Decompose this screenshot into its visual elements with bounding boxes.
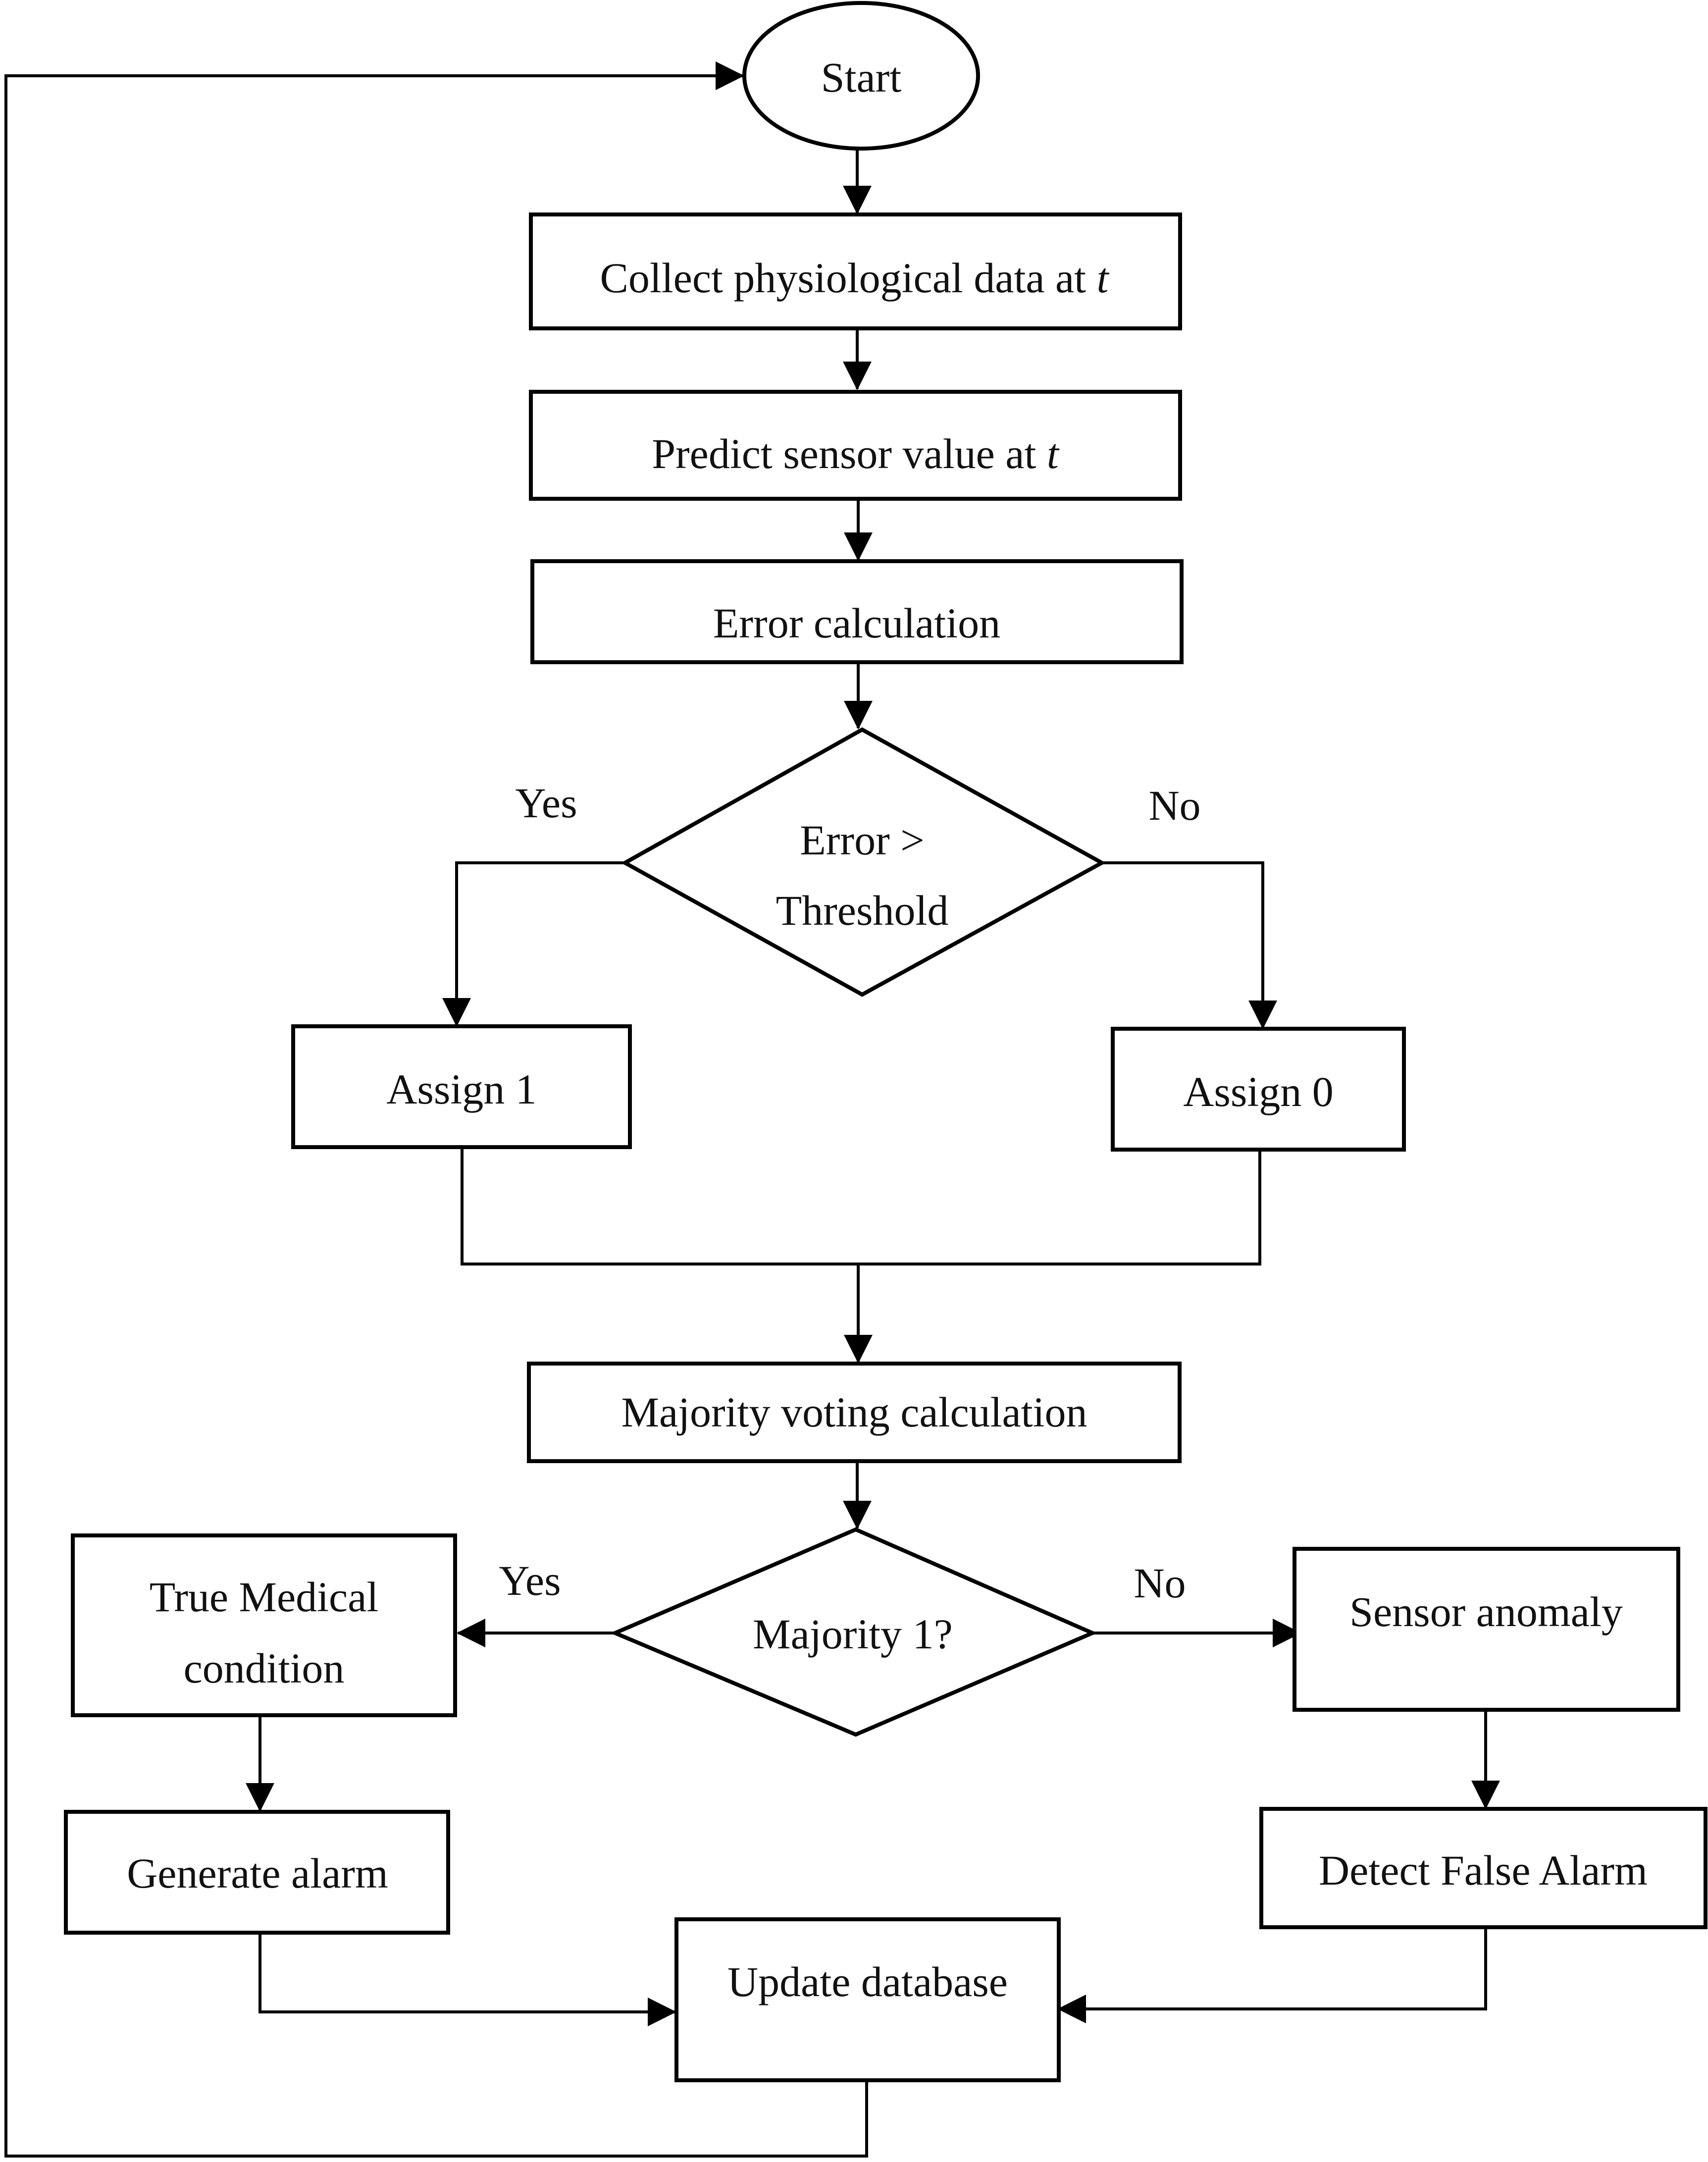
collect-data-box: Collect physiological data at t [529, 212, 1182, 330]
majority-voting-label: Majority voting calculation [621, 1388, 1087, 1436]
sensor-anomaly-label: Sensor anomaly [1349, 1588, 1623, 1635]
assign1-box: Assign 1 [291, 1024, 632, 1149]
true-medical-line2: condition [184, 1644, 345, 1692]
majority-decision: Majority 1? [610, 1527, 1098, 1737]
predict-label: Predict sensor value at t [652, 430, 1060, 477]
assign1-label: Assign 1 [386, 1065, 536, 1113]
majority-decision-label: Majority 1? [753, 1610, 953, 1658]
threshold-decision: Error > Threshold [621, 727, 1106, 997]
true-medical-box: True Medical condition [71, 1533, 457, 1717]
threshold-yes-label: Yes [515, 779, 577, 827]
generate-alarm-label: Generate alarm [127, 1849, 388, 1897]
edge-alarm-to-update [259, 1933, 676, 2026]
sensor-anomaly-box: Sensor anomaly [1293, 1547, 1680, 1712]
collect-data-label: Collect physiological data at t [600, 254, 1110, 302]
edge-assign1-merge [461, 1147, 1261, 1266]
detect-false-alarm-label: Detect False Alarm [1319, 1846, 1648, 1894]
threshold-line1: Error > [800, 816, 924, 864]
assign0-label: Assign 0 [1183, 1068, 1333, 1115]
threshold-no-label: No [1148, 782, 1200, 829]
edge-threshold-no [1102, 861, 1277, 1029]
predict-box: Predict sensor value at t [529, 390, 1182, 501]
edges [4, 61, 1500, 2158]
edge-false-to-update [1057, 1927, 1487, 2023]
threshold-line2: Threshold [776, 887, 949, 934]
error-calculation-label: Error calculation [713, 599, 1000, 647]
update-database-box: Update database [674, 1917, 1061, 2082]
edge-update-loop-back [4, 61, 868, 2158]
generate-alarm-box: Generate alarm [64, 1810, 450, 1935]
detect-false-alarm-box: Detect False Alarm [1259, 1807, 1708, 1929]
edge-threshold-yes [442, 861, 625, 1027]
error-calculation-box: Error calculation [530, 559, 1184, 664]
start-label: Start [821, 53, 902, 101]
assign0-box: Assign 0 [1111, 1027, 1406, 1152]
majority-no-label: No [1134, 1559, 1186, 1607]
start-node: Start [742, 1, 980, 151]
true-medical-line1: True Medical [150, 1573, 379, 1621]
update-database-label: Update database [727, 1958, 1008, 2005]
majority-yes-label: Yes [499, 1557, 561, 1604]
majority-voting-box: Majority voting calculation [527, 1362, 1182, 1463]
